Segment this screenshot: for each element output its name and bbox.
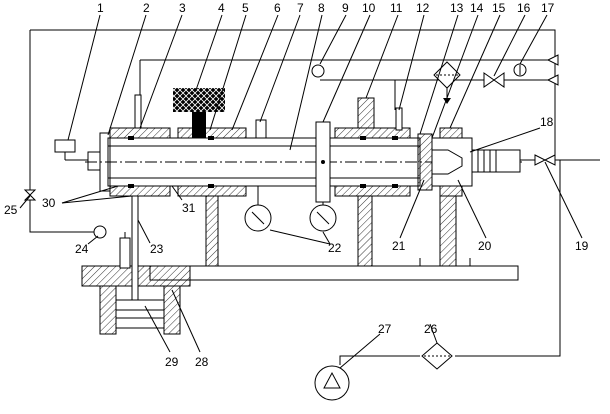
callout-25: 25 — [4, 203, 18, 217]
callout-18: 18 — [540, 115, 554, 129]
valve-25-bottom — [23, 194, 37, 201]
filter-drain-arrow — [443, 98, 451, 104]
needle-valve-left — [483, 72, 495, 88]
callout-11: 11 — [390, 1, 403, 15]
piston-rod — [131, 195, 139, 301]
stand-right — [357, 195, 373, 267]
callout-21: 21 — [392, 239, 406, 253]
callout-1: 1 — [97, 1, 104, 15]
left-components — [23, 139, 556, 239]
callout-24: 24 — [75, 242, 89, 256]
callout-20: 20 — [478, 239, 492, 253]
callout-26: 26 — [424, 322, 438, 336]
arrow-inlet-upper — [546, 54, 559, 66]
weight-4 — [173, 88, 225, 138]
callout-16: 16 — [517, 1, 531, 15]
callout-22: 22 — [328, 241, 342, 255]
pipe-pump — [339, 355, 420, 365]
callout-14: 14 — [470, 1, 484, 15]
lower-piston — [115, 299, 165, 329]
callout-7: 7 — [297, 1, 304, 15]
stand-left — [205, 195, 219, 267]
base-plate — [149, 265, 519, 281]
callout-13: 13 — [450, 1, 464, 15]
callout-28: 28 — [195, 355, 209, 369]
lower-wall-left — [99, 285, 117, 335]
wall-left-bottom — [109, 185, 171, 197]
callout-6: 6 — [274, 1, 281, 15]
callout-12: 12 — [416, 1, 430, 15]
callout-19: 19 — [575, 239, 589, 253]
gauge-24 — [93, 225, 107, 239]
arrow-inlet-lower — [546, 74, 559, 86]
chuck-body — [431, 137, 473, 187]
small-gauge-9 — [311, 64, 325, 78]
pump-group — [314, 342, 453, 401]
leader-lines — [19, 14, 583, 369]
callout-15: 15 — [492, 1, 506, 15]
callout-3: 3 — [179, 1, 186, 15]
callout-10: 10 — [362, 1, 376, 15]
callout-17: 17 — [541, 1, 555, 15]
lower-inlet — [119, 237, 131, 269]
nut-top — [439, 127, 463, 139]
sensor-box-1 — [54, 139, 76, 153]
callout-2: 2 — [143, 1, 150, 15]
pump-triangle — [323, 371, 341, 389]
lower-cylinder — [81, 195, 191, 335]
top-bolt-12 — [395, 107, 403, 131]
flange-left — [417, 133, 433, 191]
support-block-11 — [357, 97, 375, 129]
valve-25-top — [23, 189, 37, 196]
callout-8: 8 — [318, 1, 325, 15]
gauges-22 — [244, 186, 337, 232]
stands — [149, 195, 519, 281]
pipe-top — [30, 29, 556, 160]
needle-valve-right — [493, 72, 505, 88]
callout-29: 29 — [165, 355, 179, 369]
callout-27: 27 — [378, 322, 392, 336]
wall-right-bottom — [334, 185, 411, 197]
callout-labels: 1 2 3 4 5 6 7 8 9 10 11 12 13 14 15 16 1… — [4, 1, 589, 369]
callout-5: 5 — [242, 1, 249, 15]
left-port — [87, 151, 101, 171]
callout-23: 23 — [150, 242, 164, 256]
pipe-right-down — [455, 160, 561, 357]
valve-19-right — [543, 154, 556, 166]
right-fitting — [417, 127, 521, 197]
top-bolt-3 — [134, 94, 142, 129]
valve-19-left — [534, 154, 547, 166]
top-fitting — [255, 119, 267, 139]
callout-31: 31 — [182, 201, 196, 215]
stand-fitting — [439, 195, 457, 267]
pipe-left-lower — [29, 200, 100, 233]
wall-left-top — [109, 127, 171, 139]
callout-30: 30 — [42, 196, 56, 210]
callout-9: 9 — [342, 1, 349, 15]
nut-bottom — [439, 185, 463, 197]
lower-wall-right — [163, 285, 181, 335]
callout-4: 4 — [218, 1, 225, 15]
